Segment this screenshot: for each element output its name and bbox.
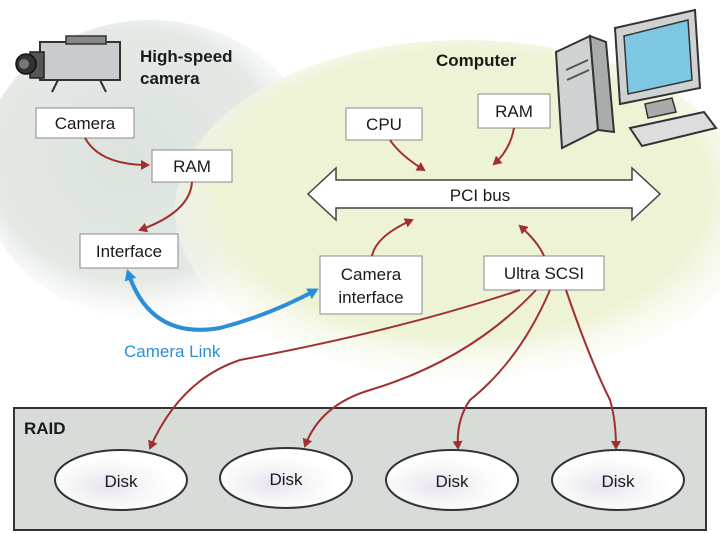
arrow-ram-to-bus bbox=[492, 127, 515, 166]
disk-4: Disk bbox=[551, 449, 685, 511]
camera-interface-box bbox=[79, 233, 179, 269]
arrow-scsi-to-disk-3 bbox=[452, 289, 551, 450]
arrow-ultra-scsi-to-bus bbox=[518, 224, 545, 257]
disk-icon bbox=[551, 449, 685, 511]
camera-ram-label: RAM bbox=[173, 157, 211, 176]
disk-icon bbox=[54, 449, 188, 511]
cpu-label: CPU bbox=[366, 115, 402, 134]
disk-label: Disk bbox=[601, 472, 635, 491]
arrow-camera-interface-to-bus bbox=[371, 218, 414, 257]
computer-icon bbox=[554, 8, 718, 150]
camera-title-line1: High-speed bbox=[140, 47, 233, 66]
arrow-scsi-to-disk-4 bbox=[565, 289, 621, 450]
arrow-cpu-to-bus bbox=[389, 139, 426, 172]
camera-icon bbox=[15, 35, 121, 93]
arrow-scsi-to-disk-1 bbox=[148, 289, 521, 450]
camera-title-line2: camera bbox=[140, 69, 200, 88]
arrow-ram-to-interface bbox=[138, 181, 193, 233]
ultra-scsi-label: Ultra SCSI bbox=[504, 264, 584, 283]
disk-label: Disk bbox=[104, 472, 138, 491]
cpu-box bbox=[345, 107, 423, 141]
disk-label: Disk bbox=[269, 470, 303, 489]
disk-2: Disk bbox=[219, 447, 353, 509]
pci-bus-label: PCI bus bbox=[450, 186, 510, 205]
camera-interface-card-line1: Camera bbox=[341, 265, 402, 284]
pci-bus-arrow bbox=[306, 166, 662, 222]
camera-interface-card-box bbox=[319, 255, 423, 315]
disk-1: Disk bbox=[54, 449, 188, 511]
computer-ram-label: RAM bbox=[495, 102, 533, 121]
computer-ram-box bbox=[477, 93, 551, 129]
camera-box bbox=[35, 107, 135, 139]
ultra-scsi-box bbox=[483, 255, 605, 291]
computer-title: Computer bbox=[436, 51, 517, 70]
camera-interface-label: Interface bbox=[96, 242, 162, 261]
disk-label: Disk bbox=[435, 472, 469, 491]
camera-link-arrow bbox=[124, 269, 319, 332]
disk-3: Disk bbox=[385, 449, 519, 511]
arrow-scsi-to-disk-2 bbox=[302, 289, 537, 448]
raid-title: RAID bbox=[24, 419, 66, 438]
camera-ram-box bbox=[151, 149, 233, 183]
disk-icon bbox=[385, 449, 519, 511]
camera-box-label: Camera bbox=[55, 114, 116, 133]
camera-link-label: Camera Link bbox=[124, 342, 221, 361]
arrow-camera-to-ram bbox=[84, 137, 150, 170]
disk-icon bbox=[219, 447, 353, 509]
camera-interface-card-line2: interface bbox=[338, 288, 403, 307]
